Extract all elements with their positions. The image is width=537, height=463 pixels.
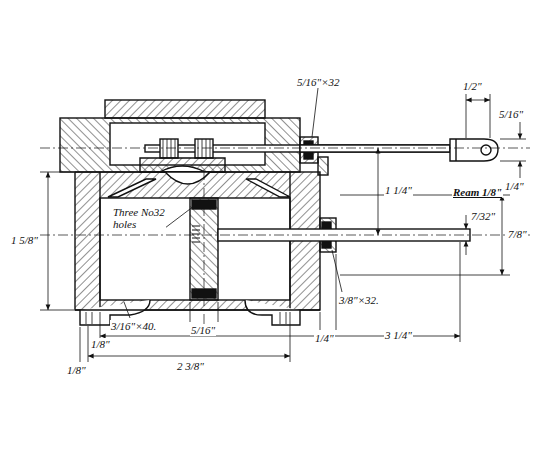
dimension-label: 1/2" — [462, 80, 483, 92]
dimension-label: 5/16"×32 — [296, 76, 341, 88]
dimension-label: 1 1/4" — [384, 184, 413, 196]
dimension-label: 1 5/8" — [10, 234, 39, 246]
dimension-label: 1/8" — [66, 364, 87, 376]
dimension-label: 2 3/8" — [176, 360, 205, 372]
dimension-label: 1/4" — [504, 180, 525, 192]
dimension-label: Three No32 holes — [112, 206, 166, 230]
dimension-label: 7/8" — [507, 228, 528, 240]
dimension-label: 1/4" — [314, 332, 335, 344]
dimension-label: 1/8" — [90, 338, 111, 350]
dimension-label: Ream 1/8" — [452, 186, 503, 198]
dimension-label: 3/16"×40. — [110, 320, 157, 332]
dimension-label: 5/16" — [190, 324, 216, 336]
dimension-label: 5/16" — [498, 108, 524, 120]
dimension-label: 3 1/4" — [384, 329, 413, 341]
dimension-label: 7/32" — [470, 210, 496, 222]
dimension-label: 3/8"×32. — [338, 294, 380, 306]
